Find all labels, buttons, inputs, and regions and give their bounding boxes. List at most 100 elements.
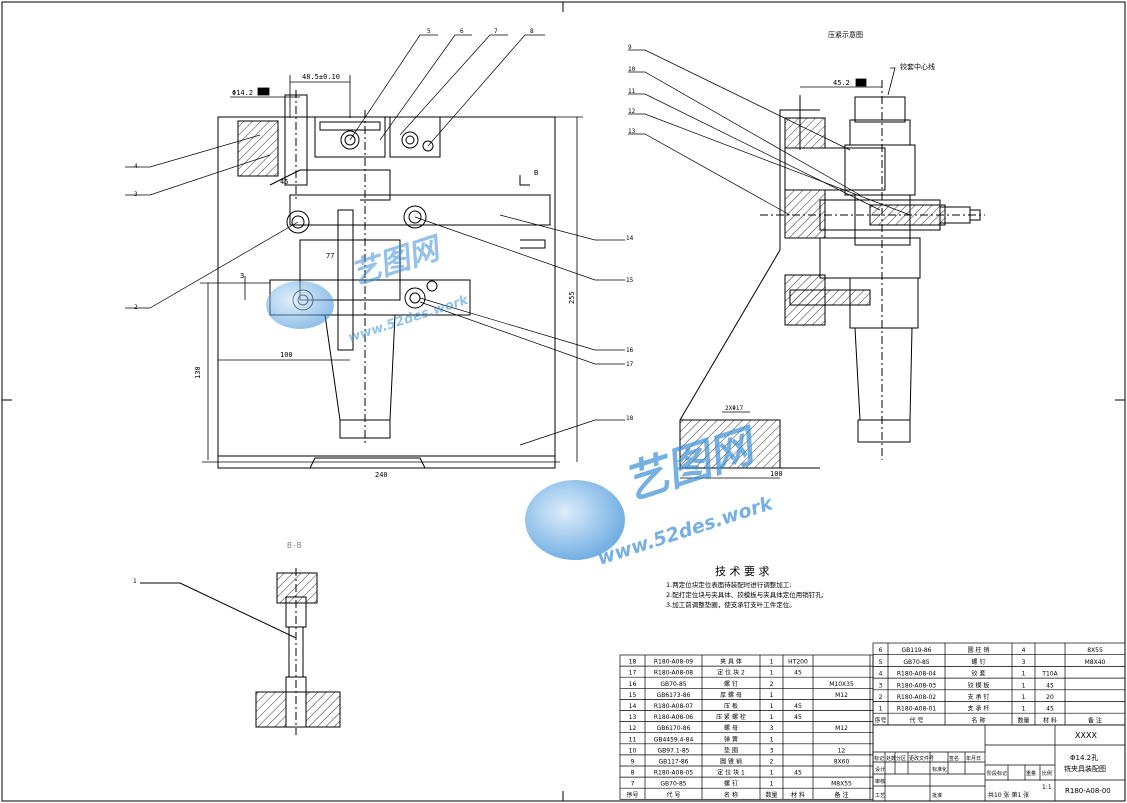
dim-side-100: 100 bbox=[770, 470, 783, 478]
bom-left-cell: R180-A08-06 bbox=[654, 714, 693, 721]
bom-left-header-cell: 材 料 bbox=[791, 791, 805, 799]
bom-left-cell: 1 bbox=[770, 703, 774, 710]
bom-right-cell: 1 bbox=[1022, 694, 1026, 701]
bom-right-cell: 4 bbox=[879, 671, 883, 678]
bom-left-cell: 8 bbox=[631, 770, 635, 777]
bom-left-cell: 1 bbox=[770, 714, 774, 721]
bom-left-cell: 圆 锥 销 bbox=[720, 758, 742, 766]
dim-100: 100 bbox=[280, 351, 293, 359]
tech-requirements: 技 术 要 求 1.两定位块定位表面待装配时进行调整加工; 2.配打定位块与夹具… bbox=[666, 565, 824, 609]
bom-left-cell: 螺 钉 bbox=[724, 780, 738, 788]
role-check: 审核 bbox=[875, 778, 885, 785]
bom-left-cell: 定 位 块 2 bbox=[717, 669, 745, 677]
bom-right-header-cell: 名 称 bbox=[972, 716, 986, 724]
dim-45: 45 bbox=[280, 178, 288, 186]
bom-left-cell: 14 bbox=[629, 703, 637, 710]
bom-right-cell: 铰 套 bbox=[972, 670, 986, 678]
bom-left-cell: 17 bbox=[629, 670, 637, 677]
bom-right-header-cell: 数量 bbox=[1017, 716, 1029, 724]
callout-12: 12 bbox=[628, 108, 636, 115]
bom-left-cell: 2 bbox=[770, 759, 774, 766]
bom-right-cell: R180-A08-03 bbox=[897, 682, 936, 689]
bom-right-cell: M8X40 bbox=[1085, 659, 1106, 666]
front-callout-labels: 5 6 7 8 4 3 2 14 15 16 17 18 bbox=[134, 28, 634, 422]
callout-5: 5 bbox=[427, 28, 431, 35]
bom-left-cell: 压 板 bbox=[724, 702, 738, 710]
bom-left-header-cell: 备 注 bbox=[835, 791, 849, 799]
rev-date: 年月日 bbox=[966, 755, 981, 762]
bom-left-cell: 45 bbox=[794, 670, 802, 677]
callout-11: 11 bbox=[628, 88, 636, 95]
dim-hole-dia: Φ14.2 bbox=[232, 89, 253, 97]
callout-14: 14 bbox=[626, 235, 634, 242]
bom-left-cell: 9 bbox=[631, 759, 635, 766]
bom-left-cell: 10 bbox=[629, 747, 637, 754]
callout-13: 13 bbox=[628, 128, 636, 135]
bom-right-cell: R180-A08-01 bbox=[897, 706, 936, 713]
side-view-title: 压紧示意图 bbox=[828, 30, 863, 39]
bom-right-cell: 3 bbox=[879, 682, 883, 689]
bom-left-cell: 弹 簧 bbox=[724, 735, 738, 743]
bom-right-cell: 3 bbox=[1022, 659, 1026, 666]
bom-left-cell: 11 bbox=[629, 736, 637, 743]
title-block bbox=[872, 724, 1126, 802]
rev-sign: 签名 bbox=[949, 755, 959, 762]
front-leaders bbox=[125, 34, 625, 446]
bom-left-header-cell: 数量 bbox=[765, 791, 777, 799]
bom-left-cell: 1 bbox=[770, 692, 774, 699]
bom-left-cell: 压 紧 螺 栓 bbox=[716, 713, 746, 721]
rev-docno: 更改文件号 bbox=[909, 755, 934, 762]
watermark-large: 艺图网 www.52des.work bbox=[525, 419, 777, 570]
bom-right-cell: 1 bbox=[1022, 706, 1026, 713]
front-dim-labels: 48.5±0.10 Φ14.2 240 100 130 255 3 77 45 … bbox=[194, 73, 576, 479]
drawing-number: R180-A08-00 bbox=[1065, 787, 1111, 795]
bom-left-cell: 3 bbox=[770, 747, 774, 754]
dim-255: 255 bbox=[568, 291, 576, 304]
callout-1: 1 bbox=[133, 578, 137, 585]
dim-offset: 48.5±0.10 bbox=[302, 73, 340, 81]
bom-left-cell: M12 bbox=[835, 692, 848, 699]
bom-left-cell: 螺 母 bbox=[724, 724, 738, 732]
bom-left-cell: 12 bbox=[629, 725, 637, 732]
scale-label: 比例 bbox=[1042, 770, 1052, 777]
sheet-count: 共10 张 第1 张 bbox=[988, 791, 1029, 799]
bom-right-cell: 45 bbox=[1046, 682, 1054, 689]
bom-right-cell: 1 bbox=[1022, 682, 1026, 689]
dim-side-2x: 2XΦ17 bbox=[725, 405, 743, 412]
bom-left-cell: 15 bbox=[629, 692, 637, 699]
side-dimensions bbox=[680, 67, 896, 479]
callout-16: 16 bbox=[626, 347, 634, 354]
bom-left-cell: 3 bbox=[770, 725, 774, 732]
bom-left-cell: 螺 钉 bbox=[724, 680, 738, 688]
bom-left-cell: 13 bbox=[629, 714, 637, 721]
bom-right-cell: 8X55 bbox=[1087, 647, 1103, 654]
dim-130: 130 bbox=[194, 366, 202, 379]
bom-right-cell: 圆 柱 销 bbox=[968, 646, 990, 654]
bom-left-cell: R180-A08-07 bbox=[654, 703, 693, 710]
bom-right-cell: GB70-85 bbox=[903, 659, 929, 666]
callout-2: 2 bbox=[134, 304, 138, 311]
section-mark-b: B bbox=[534, 169, 538, 177]
tech-title: 技 术 要 求 bbox=[715, 565, 770, 578]
bom-left-cell: R180-A08-08 bbox=[654, 670, 693, 677]
callout-4: 4 bbox=[134, 163, 138, 170]
rev-zone: 分区 bbox=[896, 755, 906, 762]
bom-left-cell: 45 bbox=[794, 770, 802, 777]
bom-left-cell: 1 bbox=[770, 770, 774, 777]
tech-item-2: 2.配打定位块与夹具体、铰模板与夹具体定位用销钉孔; bbox=[666, 590, 824, 599]
bom-left-cell: 7 bbox=[631, 781, 635, 788]
bom-left-cell: 2 bbox=[770, 681, 774, 688]
bom-right-header-cell: 备 注 bbox=[1088, 716, 1102, 724]
bom-right-cell: 4 bbox=[1022, 647, 1026, 654]
bom-right-header-cell: 材 料 bbox=[1043, 716, 1057, 724]
side-labels: 压紧示意图 铰套中心线 45.2 100 2XΦ17 bbox=[725, 30, 935, 478]
bom-left-cell: HT200 bbox=[788, 659, 808, 666]
role-approve: 批准 bbox=[932, 792, 942, 799]
bom-left-cell: M8X55 bbox=[831, 781, 852, 788]
dim-77: 77 bbox=[326, 252, 334, 260]
bom-left-header-cell: 序号 bbox=[626, 791, 638, 799]
front-view bbox=[217, 90, 556, 469]
